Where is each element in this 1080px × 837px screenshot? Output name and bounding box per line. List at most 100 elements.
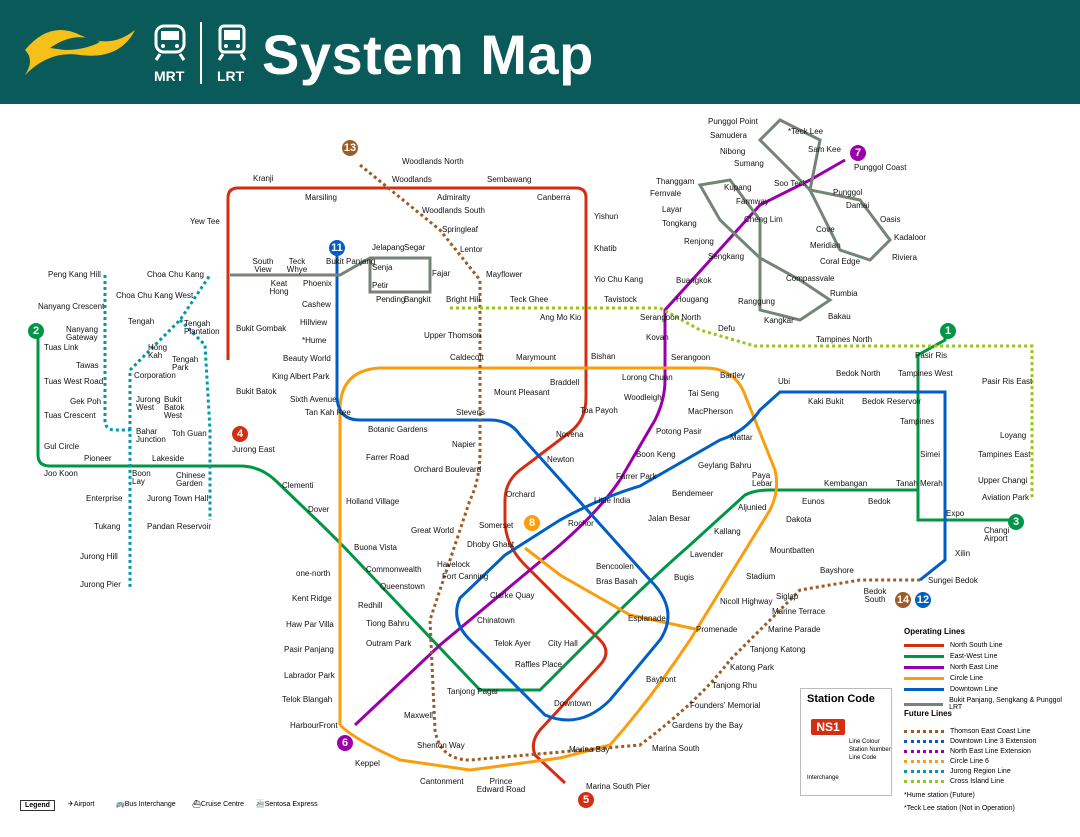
station-meridian: Meridian bbox=[810, 241, 841, 250]
smrt-logo-icon bbox=[25, 30, 135, 75]
legend-label-ewl: East-West Line bbox=[950, 653, 998, 660]
station-tanjong-katong: Tanjong Katong bbox=[750, 645, 806, 654]
station-pioneer: Pioneer bbox=[84, 454, 112, 463]
station-woodleigh: Woodleigh bbox=[624, 393, 662, 402]
station-lavender: Lavender bbox=[690, 550, 724, 559]
station-bedok-reservoir: Bedok Reservoir bbox=[862, 397, 922, 406]
station-expo: Expo bbox=[946, 509, 965, 518]
station-serangoon: Serangoon bbox=[671, 353, 711, 362]
station-tanjong-rhu: Tanjong Rhu bbox=[712, 681, 757, 690]
station-kent-ridge: Kent Ridge bbox=[292, 594, 332, 603]
station-hong-kah: Hong Kah bbox=[148, 343, 168, 360]
legend-label-lrt: Bukit Panjang, Sengkang & Punggol LRT bbox=[949, 697, 1062, 711]
station-marina-bay: Marina Bay bbox=[569, 745, 610, 754]
station-gul-circle: Gul Circle bbox=[44, 442, 80, 451]
legend-swatch-ewl bbox=[904, 655, 944, 658]
legend-label-ccl6: Circle Line 6 bbox=[950, 758, 989, 765]
station-newton: Newton bbox=[547, 455, 575, 464]
station-punggol-coast: Punggol Coast bbox=[854, 163, 907, 172]
legend-dtl: Downtown Line bbox=[904, 686, 998, 693]
station-commonwealth: Commonwealth bbox=[366, 565, 422, 574]
line-circle-7: 7 bbox=[850, 145, 866, 161]
train-lrt-icon bbox=[217, 24, 247, 61]
station-marsiling: Marsiling bbox=[305, 193, 338, 202]
station-tiong-bahru: Tiong Bahru bbox=[366, 619, 410, 628]
sentosa-icon: 🚈 bbox=[256, 801, 265, 808]
station-choa-chu-kang-west: Choa Chu Kang West bbox=[116, 291, 194, 300]
station-riviera: Riviera bbox=[892, 253, 917, 262]
legend-swatch-jrl bbox=[904, 770, 944, 773]
station-boon-keng: Boon Keng bbox=[636, 450, 676, 459]
station-enterprise: Enterprise bbox=[86, 494, 123, 503]
station-jurong-hill: Jurong Hill bbox=[80, 552, 118, 561]
station-promenade: Promenade bbox=[696, 625, 738, 634]
station-springleaf: Springleaf bbox=[442, 225, 479, 234]
station-tavistock: Tavistock bbox=[604, 295, 637, 304]
station-south-view: South View bbox=[252, 257, 274, 274]
legend-teck-lee-note: *Teck Lee station (Not in Operation) bbox=[904, 805, 1015, 812]
legend-swatch-nsl bbox=[904, 644, 944, 647]
station-keppel: Keppel bbox=[355, 759, 380, 768]
station-dover: Dover bbox=[308, 505, 330, 514]
station-labrador-park: Labrador Park bbox=[284, 671, 335, 680]
legend-swatch-dtl3e bbox=[904, 740, 944, 743]
legend-label-nel: North East Line bbox=[950, 664, 999, 671]
station-tai-seng: Tai Seng bbox=[688, 389, 720, 398]
station-code-panel: Station Code NS1 Line Colour Station Num… bbox=[800, 688, 892, 796]
legend-label-nele: North East Line Extension bbox=[950, 748, 1031, 755]
station-eunos: Eunos bbox=[802, 497, 825, 506]
station-compassvale: Compassvale bbox=[786, 274, 835, 283]
station-bencoolen: Bencoolen bbox=[596, 562, 634, 571]
station-bukit-batok: Bukit Batok bbox=[236, 387, 277, 396]
station-nicoll-highway: Nicoll Highway bbox=[720, 597, 773, 606]
station-sungei-bedok: Sungei Bedok bbox=[928, 576, 978, 585]
station-outram-park: Outram Park bbox=[366, 639, 412, 648]
station-marine-parade: Marine Parade bbox=[768, 625, 821, 634]
line-circle-11: 11 bbox=[329, 240, 345, 256]
station-bayshore: Bayshore bbox=[820, 566, 854, 575]
station-tawas: Tawas bbox=[76, 361, 99, 370]
station-tengah-park: Tengah Park bbox=[172, 355, 199, 372]
station-napier: Napier bbox=[452, 440, 476, 449]
station-holland-village: Holland Village bbox=[346, 497, 400, 506]
bus-icon: 🚌 bbox=[116, 801, 125, 808]
station-joo-koon: Joo Koon bbox=[44, 469, 78, 478]
legend-future-title: Future Lines bbox=[904, 709, 953, 718]
downtown-line-extension bbox=[919, 558, 946, 582]
station-esplanade: Esplanade bbox=[628, 614, 666, 623]
station-redhill: Redhill bbox=[358, 601, 383, 610]
station-raffles-place: Raffles Place bbox=[515, 660, 562, 669]
station-teck-lee: *Teck Lee bbox=[788, 127, 824, 136]
jurong-region-line bbox=[103, 274, 212, 590]
legend-swatch-ccl bbox=[904, 677, 944, 680]
station-hume: *Hume bbox=[302, 336, 327, 345]
line-circle-14: 14 bbox=[895, 592, 911, 608]
station-founders-memorial: Founders' Memorial bbox=[690, 701, 761, 710]
legend-label-nsl: North South Line bbox=[950, 642, 1003, 649]
station-admiralty: Admiralty bbox=[437, 193, 471, 202]
station-braddell: Braddell bbox=[550, 378, 580, 387]
station-segar: Segar bbox=[404, 243, 426, 252]
station-yishun: Yishun bbox=[594, 212, 619, 221]
station-tuas-crescent: Tuas Crescent bbox=[44, 411, 96, 420]
station-mayflower: Mayflower bbox=[486, 270, 523, 279]
legend-panel: Operating Lines North South Line East-We… bbox=[904, 628, 1074, 799]
station-farrer-road: Farrer Road bbox=[366, 453, 410, 462]
station-bartley: Bartley bbox=[720, 371, 745, 380]
line-circle-2: 2 bbox=[28, 323, 44, 339]
line-circle-8: 8 bbox=[524, 515, 540, 531]
station-buona-vista: Buona Vista bbox=[354, 543, 397, 552]
station-tanjong-pagar: Tanjong Pagar bbox=[447, 687, 499, 696]
station-tukang: Tukang bbox=[94, 522, 121, 531]
station-buangkok: Buangkok bbox=[676, 276, 712, 285]
station-mattar: Mattar bbox=[730, 433, 753, 442]
sengkang-lrt bbox=[697, 178, 833, 322]
station-maxwell: Maxwell bbox=[404, 711, 433, 720]
station-harbourfront: HarbourFront bbox=[290, 721, 338, 730]
legend-hume-note: *Hume station (Future) bbox=[904, 792, 975, 799]
station-orchard-boulevard: Orchard Boulevard bbox=[414, 465, 482, 474]
station-layar: Layar bbox=[662, 205, 683, 214]
station-sam-kee: Sam Kee bbox=[808, 145, 841, 154]
station-haw-par-villa: Haw Par Villa bbox=[286, 620, 334, 629]
station-city-hall: City Hall bbox=[548, 639, 578, 648]
